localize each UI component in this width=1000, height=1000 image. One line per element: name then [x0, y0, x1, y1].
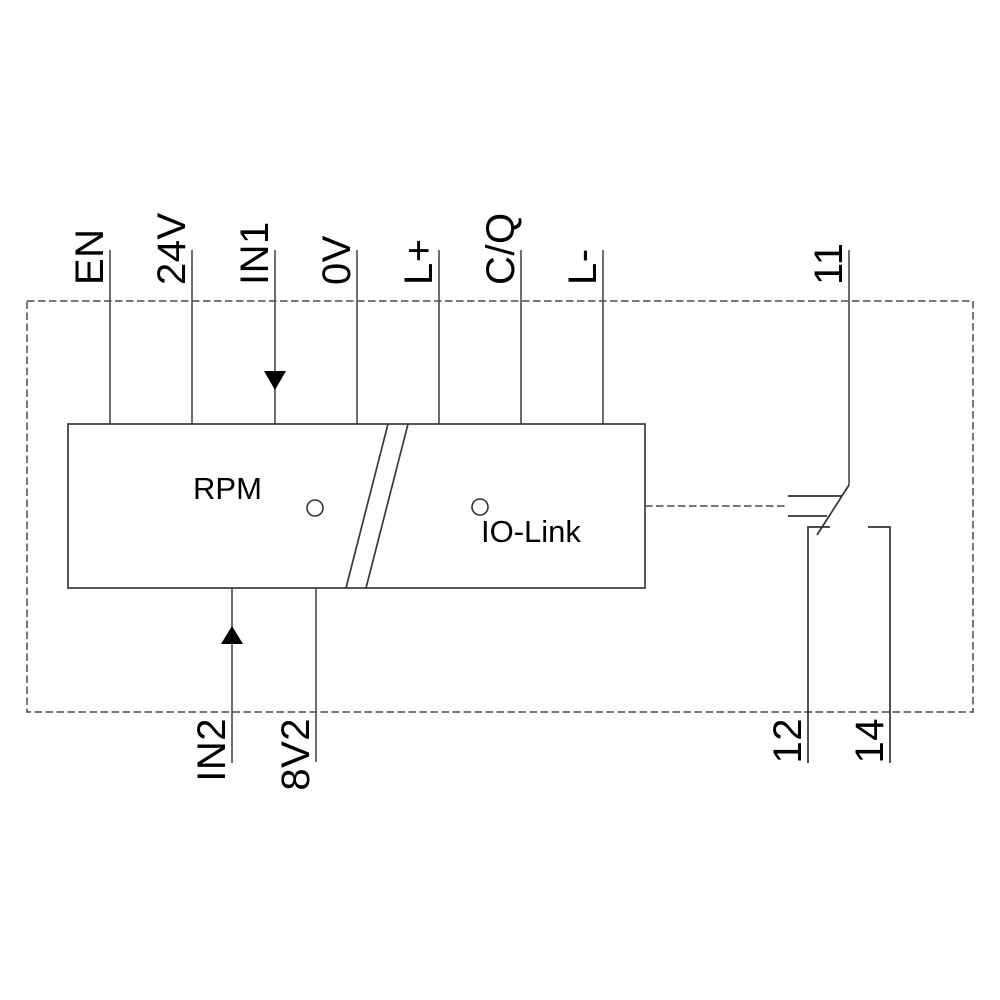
in2-up-arrow-icon: [221, 626, 243, 644]
wire-terminal-14: [868, 526, 891, 763]
section-separator-slash-2: [365, 423, 409, 589]
terminal-label-in2: IN2: [190, 718, 234, 782]
section-separator-slash-1: [345, 423, 389, 589]
terminal-label-cq: C/Q: [479, 212, 523, 285]
terminal-label-en: EN: [68, 228, 112, 285]
terminal-label-l-plus: L+: [397, 238, 441, 285]
terminal-label-0v: 0V: [315, 235, 359, 285]
terminal-label-8v2: 8V2: [274, 718, 318, 791]
rpm-status-led-icon: [306, 499, 324, 517]
io-link-status-led-icon: [471, 498, 489, 516]
terminal-label-l-minus: L-: [561, 248, 605, 285]
terminal-label-24v: 24V: [150, 212, 194, 285]
terminal-label-12: 12: [766, 718, 810, 764]
rpm-section-label: RPM: [193, 471, 262, 506]
terminal-label-11: 11: [807, 242, 851, 285]
io-link-section-label: IO-Link: [481, 514, 581, 549]
device-boundary-dashed-border: [26, 300, 974, 713]
in1-down-arrow-icon: [264, 371, 286, 390]
terminal-label-14: 14: [848, 718, 892, 764]
terminal-label-in1: IN1: [233, 221, 277, 285]
wire-terminal-12: [807, 526, 830, 763]
